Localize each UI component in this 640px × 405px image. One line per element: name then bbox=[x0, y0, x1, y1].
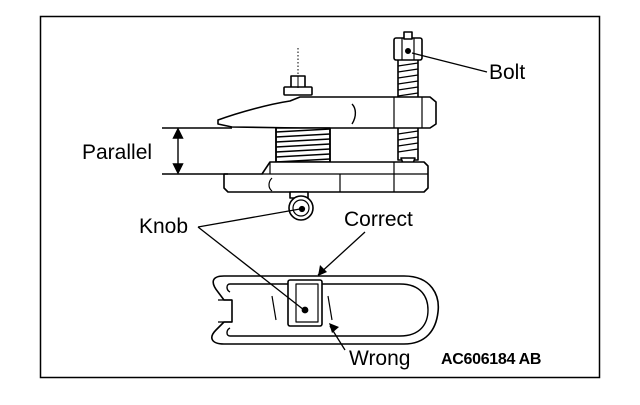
knob-leader-lower bbox=[197, 226, 305, 311]
correct-label: Correct bbox=[344, 208, 413, 231]
parallel-dimension bbox=[162, 127, 232, 175]
figure-frame bbox=[39, 15, 601, 379]
correct-leader bbox=[317, 231, 366, 276]
clamp-tool-side-view bbox=[217, 31, 437, 221]
knob-leader-upper bbox=[197, 208, 301, 228]
figure-code: AC606184 AB bbox=[441, 351, 542, 368]
spring bbox=[275, 127, 331, 163]
lower-arm bbox=[223, 161, 429, 193]
upper-arm bbox=[217, 96, 437, 129]
knob-label: Knob bbox=[139, 215, 189, 238]
bolt-leader bbox=[411, 52, 488, 73]
leader-lines bbox=[197, 52, 488, 351]
bolt-label: Bolt bbox=[489, 61, 526, 84]
parallel-label: Parallel bbox=[82, 141, 153, 164]
knob-top bbox=[287, 279, 323, 327]
knob-side bbox=[288, 191, 314, 221]
clamp-tool-top-view bbox=[211, 275, 440, 345]
wrong-label: Wrong bbox=[349, 347, 411, 370]
